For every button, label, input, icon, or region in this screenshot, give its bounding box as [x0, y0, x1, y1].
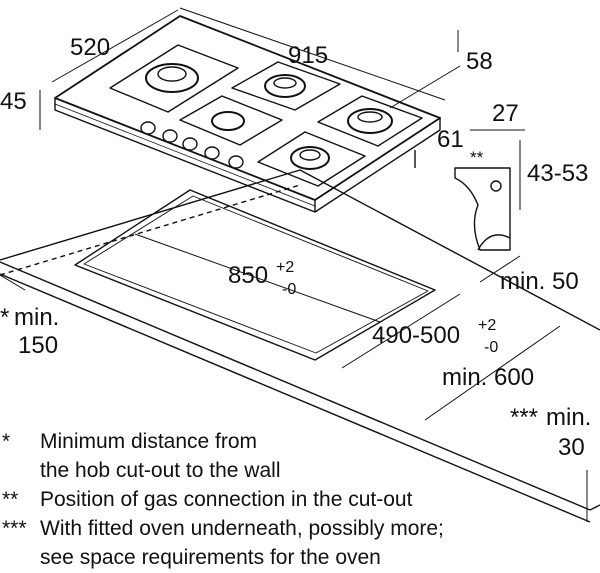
- cutout-depth-tolerance-plus: +2: [478, 317, 497, 334]
- hob-height-label: 45: [0, 88, 27, 115]
- min-thickness-label: min.: [546, 404, 592, 431]
- pan-support: [109, 44, 423, 187]
- connection-marker: **: [470, 148, 484, 167]
- min-worktop-label: min. 600: [442, 364, 535, 391]
- footnote-mark: *: [2, 430, 11, 453]
- cutout-width-label: 850: [228, 262, 269, 289]
- footnote-1: * Minimum distance from: [0, 428, 600, 457]
- burner: [145, 63, 393, 170]
- cutout-depth-tolerance-minus: -0: [484, 339, 499, 356]
- cutout: [74, 189, 436, 361]
- footnote-3-continued: see space requirements for the oven: [0, 544, 600, 573]
- cutout-width-tolerance-minus: -0: [282, 281, 297, 298]
- cutout-depth-label: 490-500: [372, 322, 461, 349]
- footnotes: * Minimum distance from the hob cut-out …: [0, 428, 600, 573]
- hob-depth-label: 520: [70, 34, 111, 61]
- gas-connection-detail: [454, 167, 511, 251]
- hob-width-label: 915: [288, 42, 329, 69]
- min-front-label: min. 50: [500, 268, 579, 295]
- footnote-mark: ***: [2, 517, 27, 540]
- min-thickness-value: 30: [558, 434, 585, 461]
- min-wall-marker: *: [0, 304, 10, 331]
- connection-range-label: 43-53: [527, 160, 589, 187]
- footnote-1-continued: the hob cut-out to the wall: [0, 457, 600, 486]
- footnote-text: see space requirements for the oven: [40, 546, 381, 569]
- min-thickness-marker: ***: [510, 404, 539, 431]
- footnote-2: ** Position of gas connection in the cut…: [0, 486, 600, 515]
- hob: [54, 15, 441, 213]
- control-knob: [140, 121, 244, 169]
- footnote-mark: **: [2, 488, 19, 511]
- hob-front-height-label: 58: [466, 48, 493, 75]
- cutout-width-tolerance-plus: +2: [276, 259, 295, 276]
- connection-depth-label: 61: [437, 126, 464, 153]
- footnote-text: Minimum distance from: [40, 430, 258, 453]
- footnote-text: Position of gas connection in the cut-ou…: [40, 488, 413, 511]
- min-wall-label: min.: [14, 304, 60, 331]
- footnote-text: the hob cut-out to the wall: [40, 459, 281, 482]
- footnote-text: With fitted oven underneath, possibly mo…: [40, 517, 444, 540]
- connection-offset-label: 27: [492, 100, 519, 127]
- min-wall-value: 150: [18, 332, 59, 359]
- worktop: [0, 169, 600, 523]
- dimension-lines: [0, 7, 588, 522]
- footnote-3: *** With fitted oven underneath, possibl…: [0, 515, 600, 544]
